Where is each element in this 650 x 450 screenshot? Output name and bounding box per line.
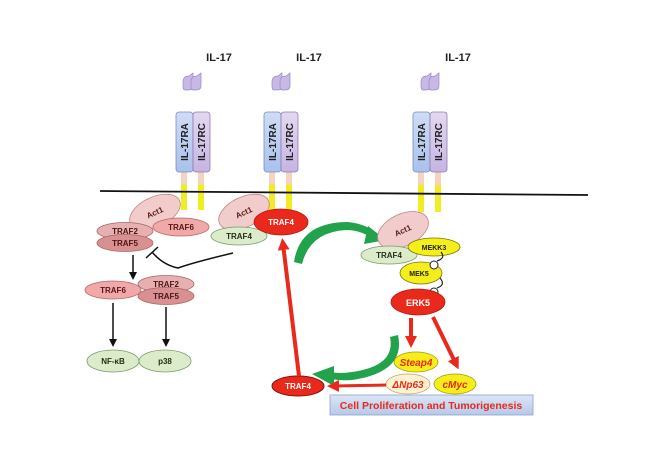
arrow-traf4-feedback-up xyxy=(277,238,301,377)
traf6-node xyxy=(84,280,142,300)
p38-node xyxy=(138,349,192,373)
phospho-circle xyxy=(429,260,439,270)
middle-complex: Act1 TRAF4 TRAF4 xyxy=(210,193,309,246)
il17rc-receptor xyxy=(192,111,211,173)
left-complex: Act1 TRAF6 TRAF2 TRAF5 xyxy=(96,193,210,252)
cell-membrane xyxy=(99,190,589,196)
feedback-arrow-top xyxy=(294,222,374,264)
ligand-label: IL-17 xyxy=(445,52,471,64)
feedback-arrow-bottom xyxy=(330,335,400,381)
il17-ligand-icon xyxy=(182,72,202,91)
il17rc-label: IL-17RC xyxy=(197,123,208,161)
erk5-label: ERK5 xyxy=(406,298,430,308)
il17ra-label: IL-17RA xyxy=(417,123,428,161)
p38-label: p38 xyxy=(158,357,172,366)
traf6-label: TRAF6 xyxy=(100,286,126,295)
arrow-erk5-to-cmyc xyxy=(431,316,459,370)
il17ra-label: IL-17RA xyxy=(180,123,191,161)
il17rc-receptor xyxy=(280,111,299,173)
traf5-label: TRAF5 xyxy=(112,239,138,248)
traf5-label: TRAF5 xyxy=(153,292,179,301)
cmyc-label: cMyc xyxy=(442,380,467,391)
traf2-label: TRAF2 xyxy=(112,227,138,236)
dnp63-label: ΔNp63 xyxy=(391,380,424,391)
traf4-node xyxy=(360,245,418,265)
dnp63-node xyxy=(385,373,431,395)
outcome-label: Cell Proliferation and Tumorigenesis xyxy=(340,400,523,412)
traf4-node xyxy=(210,226,268,246)
mekk3-node xyxy=(407,237,461,257)
il17rc-label: IL-17RC xyxy=(434,123,445,161)
il17ra-label: IL-17RA xyxy=(268,123,279,161)
traf6-label: TRAF6 xyxy=(168,223,194,232)
traf4-label: TRAF4 xyxy=(226,232,252,241)
outcome-box xyxy=(329,394,534,416)
il17rc-label: IL-17RC xyxy=(285,123,296,161)
phospho-curl xyxy=(436,251,444,262)
phospho-curl xyxy=(436,277,443,289)
downstream-left-complex: TRAF2 TRAF5 TRAF6 xyxy=(84,275,195,305)
erk5-node xyxy=(390,288,446,316)
steap4-node xyxy=(393,351,439,373)
arrow-dnp63-to-traf4 xyxy=(327,379,387,392)
inhibition-bar xyxy=(145,246,159,259)
traf4-active-label: TRAF4 xyxy=(268,218,294,227)
ligand-label: IL-17 xyxy=(206,52,232,64)
il17-ligand-icon xyxy=(271,72,291,91)
receptor-pair: IL-17RA IL-17RC xyxy=(175,111,211,173)
traf4-active-node xyxy=(253,208,309,236)
cmyc-node xyxy=(433,373,477,395)
mekk3-label: MEKK3 xyxy=(422,245,447,252)
traf4-label: TRAF4 xyxy=(376,251,402,260)
steap4-label: Steap4 xyxy=(400,358,433,369)
traf2-label: TRAF2 xyxy=(153,280,179,289)
il17rc-receptor xyxy=(429,111,448,173)
ligand-label: IL-17 xyxy=(296,52,322,64)
right-complex: Act1 TRAF4 MEKK3 MEK5 ERK5 xyxy=(360,211,461,316)
traf4-feedback-label: TRAF4 xyxy=(285,382,311,391)
il17-ligand-icon xyxy=(420,72,440,91)
inhibition-line xyxy=(151,251,234,269)
nfkb-label: NF-κB xyxy=(101,357,125,366)
receptor-pair: IL-17RA IL-17RC xyxy=(263,111,299,173)
mek5-label: MEK5 xyxy=(409,271,429,278)
receptor-pair: IL-17RA IL-17RC xyxy=(412,111,448,173)
traf5-node xyxy=(96,234,154,252)
traf6-node xyxy=(152,217,210,237)
traf5-node xyxy=(137,287,195,305)
